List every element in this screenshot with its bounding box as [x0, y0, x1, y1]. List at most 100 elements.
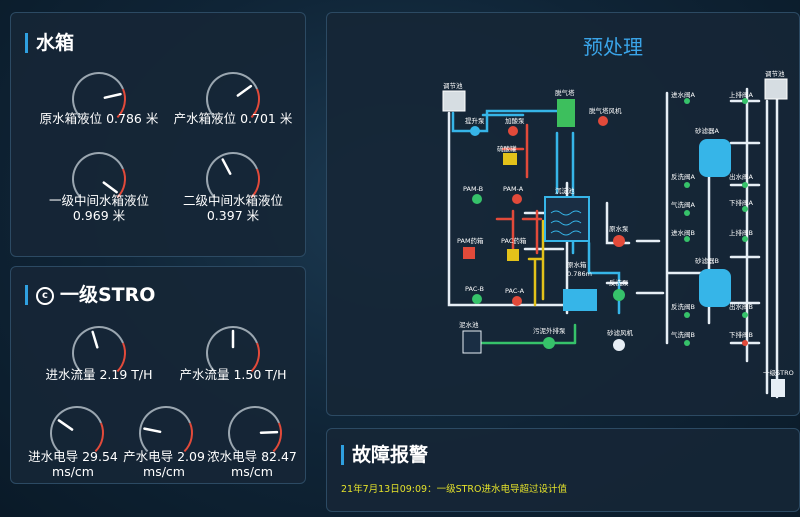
gauge-mid1-label-line2: 0.969 米: [72, 208, 126, 223]
gauge-mid2-tank-label: 二级中间水箱液位 0.397 米: [163, 193, 303, 223]
valve-red-bottom-b: [742, 340, 748, 346]
gauge-needle: [91, 330, 99, 349]
gauge-needle: [221, 158, 232, 175]
gauge-arc: [139, 406, 191, 453]
gauge-needle: [143, 427, 162, 434]
gauge-in-conductivity: [50, 406, 104, 453]
label-feed-pump: 原水泵: [609, 224, 629, 233]
pipe-red-dose: [495, 123, 543, 255]
gauge-arc: [72, 326, 124, 373]
lift-pump-icon: [470, 126, 480, 136]
gauge-mid1-tank-level: [72, 152, 126, 199]
label-filter-b: 砂滤器B: [695, 256, 719, 265]
gauge-arc: [116, 88, 126, 119]
degas-tower: [557, 99, 575, 127]
label-air-valve-a: 气洗阀A: [671, 200, 696, 209]
water-tank-title: 水箱: [25, 33, 74, 53]
label-pam-tank: PAM药箱: [457, 236, 484, 245]
gauge-product-conductivity-label: 产水电导 2.09 ms/cm: [110, 449, 218, 479]
sand-filter-a: [699, 139, 731, 177]
pretreatment-panel: 预处理: [326, 12, 800, 416]
gauge-arc: [50, 406, 102, 453]
gauge-in-cond-line2: ms/cm: [52, 464, 94, 479]
gauge-arc: [206, 152, 258, 199]
label-top-valve-b: 上排阀B: [729, 228, 753, 237]
label-settle-tank: 沉淀池: [555, 186, 575, 195]
gauge-product-conductivity: [139, 406, 193, 453]
gauge-in-conductivity-label: 进水电导 29.54 ms/cm: [17, 449, 129, 479]
label-raw-tank: 原水箱: [567, 260, 587, 269]
label-filter-a: 砂滤器A: [695, 126, 720, 135]
label-tank-left: 调节池: [443, 81, 463, 90]
pipe-white-main: [447, 87, 779, 399]
cycle-icon: c: [36, 286, 54, 305]
gauge-needle: [259, 430, 279, 435]
gauge-prod-cond-line2: ms/cm: [143, 464, 185, 479]
label-out-valve-b: 出水阀B: [729, 302, 753, 311]
gauge-raw-tank-level: [72, 72, 126, 119]
alarm-message[interactable]: 21年7月13日09:09：一级STRO进水电导超过设计值: [341, 484, 568, 495]
label-bw-valve-a: 反洗阀A: [671, 172, 696, 181]
gauge-mid2-label-line1: 二级中间水箱液位: [182, 193, 283, 208]
valve-icons: [684, 98, 748, 346]
gauge-arc: [228, 406, 280, 453]
pam-a-pump-icon: [512, 194, 522, 204]
gauge-raw-tank-label: 原水箱液位 0.786 米: [39, 111, 159, 126]
label-pac-a: PAC-A: [505, 287, 525, 295]
alarm-panel: 故障报警 21年7月13日09:09：一级STRO进水电导超过设计值: [326, 428, 800, 512]
gauge-concentrate-conductivity-label: 浓水电导 82.47 ms/cm: [199, 449, 305, 479]
gauge-needle: [102, 181, 118, 194]
gauge-arc: [116, 342, 126, 373]
gauge-mid1-label-line1: 一级中间水箱液位: [48, 193, 149, 208]
settle-wave-icon: [550, 210, 582, 236]
gauge-arc: [206, 326, 258, 373]
acid-tank-icon: [503, 153, 517, 165]
process-flow-diagram: 调节池 调节池 提升泵 加酸泵 硫酸罐 脱气塔 脱气塔风机 PAM-B PAM-…: [442, 69, 794, 399]
label-degas-tower: 脱气塔: [555, 88, 575, 97]
adjust-tank-left: [442, 90, 466, 112]
gauge-product-flow-label: 产水流量 1.50 T/H: [179, 367, 287, 382]
label-dose-pump: 加酸泵: [505, 116, 525, 125]
dose-pump-icon: [508, 126, 518, 136]
label-out-valve-a: 出水阀A: [729, 172, 754, 181]
gauge-needle: [103, 92, 122, 99]
gauge-product-flow: [206, 326, 260, 373]
gauge-arc: [206, 72, 258, 119]
gauge-product-tank-label: 产水箱液位 0.701 米: [173, 111, 293, 126]
gauge-arc: [250, 342, 260, 373]
gauge-inflow: [72, 326, 126, 373]
gauge-arc: [250, 88, 260, 119]
gauge-conc-cond-line1: 浓水电导 82.47: [207, 449, 297, 464]
gauge-needle: [57, 419, 74, 431]
label-pac-b: PAC-B: [465, 285, 484, 293]
label-pam-b: PAM-B: [463, 185, 483, 193]
gauge-arc: [272, 422, 282, 453]
sand-fan-icon: [613, 339, 625, 351]
pipe-blue-raw: [451, 109, 621, 315]
label-fan: 砂滤风机: [607, 328, 634, 337]
sludge-tank: [462, 330, 482, 354]
backwash-pump-icon: [613, 289, 625, 301]
adjust-tank-right: [764, 78, 788, 100]
stro-output-box: [771, 379, 785, 397]
gauge-inflow-label: 进水流量 2.19 T/H: [45, 367, 153, 382]
label-raw-level: 0.786m: [567, 270, 592, 278]
pac-tank-icon: [507, 249, 519, 261]
gauge-arc: [116, 168, 126, 199]
label-bottom-valve-a: 下排阀A: [729, 198, 754, 207]
sludge-pump-icon: [543, 337, 555, 349]
gauge-concentrate-conductivity: [228, 406, 282, 453]
gauge-arc: [250, 168, 260, 199]
pac-a-pump-icon: [512, 296, 522, 306]
pam-b-pump-icon: [472, 194, 482, 204]
label-in-valve-a: 进水阀A: [671, 90, 696, 99]
label-tank-right: 调节池: [765, 69, 785, 78]
gauge-conc-cond-line2: ms/cm: [231, 464, 273, 479]
label-sludge-tank: 泥水池: [459, 320, 479, 329]
pipe-yellow-pac: [527, 219, 545, 307]
label-bottom-valve-b: 下排阀B: [729, 330, 753, 339]
gauge-arc: [183, 422, 193, 453]
gauge-mid2-label-line2: 0.397 米: [206, 208, 260, 223]
